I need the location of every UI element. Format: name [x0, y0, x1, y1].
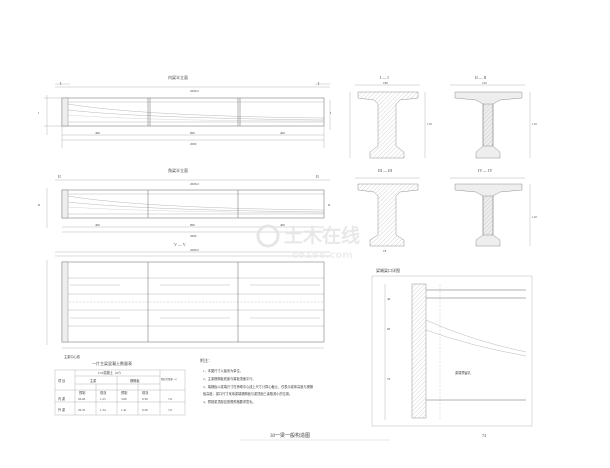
- beam-end-detail: 梁端梁口详图 梁端预留孔 40 60 70: [371, 267, 533, 427]
- section-III-web: 18: [383, 249, 387, 253]
- view-title-side: 角梁半立面: [168, 167, 188, 173]
- table-row-0-c3: 0.39: [142, 397, 148, 401]
- footer-title: 30一梁一般构造图: [270, 432, 310, 439]
- section-IV-height: 110: [532, 215, 537, 219]
- svg-text:400: 400: [95, 223, 100, 227]
- dim-bottom-b: 800: [190, 131, 195, 135]
- svg-text:II: II: [328, 203, 330, 207]
- table-sub-2: 预制: [121, 390, 127, 395]
- table-group: C50混凝土（m³）: [98, 370, 123, 375]
- svg-text:70: 70: [387, 377, 391, 381]
- dim-span-1: 2000/2: [190, 89, 199, 93]
- table-slab: 横隔板: [130, 378, 140, 383]
- dim-bottom-a: 400: [95, 131, 100, 135]
- plan-note: 主梁中心线: [64, 354, 81, 359]
- section-title-IV: IV — IV: [478, 168, 492, 173]
- svg-text:110: 110: [427, 122, 432, 126]
- dim-total-2: 2000: [190, 234, 197, 238]
- elevation-inner-beam: 内梁半立面 I I 2000/2 I I 400 800 400 2000: [38, 74, 331, 148]
- table-row-0-c2: 3.66: [121, 397, 127, 401]
- view-title-inner: 内梁半立面: [168, 74, 188, 80]
- table-row-1-c4: 7.6: [168, 408, 172, 412]
- svg-text:110: 110: [532, 122, 537, 126]
- svg-text:I: I: [330, 111, 331, 115]
- footer-page: 74: [482, 433, 486, 438]
- table-row-1-c2: 1.41: [121, 408, 127, 412]
- section-III-III: III — III 18: [355, 168, 420, 253]
- notes-title: 附注：: [200, 357, 212, 363]
- section-IV-IV: IV — IV 110: [450, 168, 537, 247]
- concrete-table: 一片主梁混凝土数量表 项 目 C50混凝土（m³） 主梁 横隔板 预应力钢束（t…: [54, 360, 186, 416]
- table-row-1-c0: 26.35: [78, 408, 86, 412]
- section-mark-left-1: I: [60, 81, 62, 86]
- table-main: 主梁: [90, 378, 97, 383]
- section-title-III: III — III: [378, 168, 393, 173]
- notes: 附注： 1、本图尺寸以厘米为单位。 2、主梁横隔板底面与翼板顶面平行。 3、端横…: [200, 357, 314, 404]
- section-mark-left-2: II: [58, 174, 61, 179]
- table-row-1-name: 外 梁: [58, 407, 66, 412]
- svg-text:土木在线: 土木在线: [284, 224, 360, 247]
- detail-label: 梁端预留孔: [455, 370, 472, 375]
- table-col0: 项 目: [58, 379, 65, 383]
- table-row-1-c1: 1.34: [100, 408, 106, 412]
- table-rebar: 预应力钢束（t）: [161, 377, 178, 381]
- section-I-width: 180: [383, 81, 388, 85]
- section-II-width: 210: [482, 81, 487, 85]
- svg-text:I: I: [38, 111, 39, 115]
- dim-total-1: 2000: [190, 142, 197, 146]
- table-row-0-c1: 1.25: [100, 397, 106, 401]
- section-V-plan: V — V 2000/2 主梁中心线: [46, 242, 330, 359]
- section-title-I: I — I: [380, 75, 389, 80]
- note-1: 1、本图尺寸以厘米为单位。: [203, 368, 243, 373]
- note-3b: 板高度，梁口尺寸采用梁端横隔板与梁顶面三者取其小的位置。: [203, 391, 292, 396]
- table-row-1-c3: 0.39: [142, 408, 148, 412]
- section-mark-right-1: I: [318, 81, 320, 86]
- svg-text:400: 400: [280, 223, 285, 227]
- note-2: 2、主梁横隔板底面与翼板顶面平行。: [203, 376, 256, 381]
- table-sub-1: 现浇: [100, 390, 107, 395]
- dim-span-2: 2000/2: [190, 182, 199, 186]
- section-II-II: II — II 210 110: [450, 75, 537, 159]
- view-title-VV: V — V: [174, 242, 186, 247]
- note-4: 4、预制梁顶部应按照规格要求凿毛。: [203, 399, 256, 404]
- section-title-II: II — II: [475, 75, 487, 80]
- table-sub-0: 预制: [79, 390, 85, 395]
- svg-text:II: II: [38, 203, 40, 207]
- section-mark-right-2: II: [316, 174, 319, 179]
- svg-text:40: 40: [387, 297, 391, 301]
- dim-bottom-c: 400: [280, 131, 285, 135]
- svg-text:2000/2: 2000/2: [190, 248, 199, 252]
- watermark-logo: 土木在线 co188.com: [256, 224, 360, 261]
- footer: 30一梁一般构造图 74: [240, 432, 486, 441]
- table-row-0-c4: 7.6: [168, 397, 172, 401]
- elevation-side-beam: 角梁半立面 II II 2000/2 II II 400 800 400 200…: [38, 167, 330, 238]
- table-sub-3: 现浇: [142, 390, 149, 395]
- table-caption: 一片主梁混凝土数量表: [92, 360, 132, 366]
- cross-sections: I — I 180 110 II — II 210 110 III — III …: [349, 75, 537, 253]
- svg-text:60: 60: [387, 327, 391, 331]
- svg-text:800: 800: [190, 223, 195, 227]
- table-row-0-c0: 26.06: [78, 397, 86, 401]
- note-3: 3、端横板以梁端尺寸在桥墩中心线上尺寸计算心截止，仅表示梁体高度与横隔: [203, 384, 314, 389]
- table-row-0-name: 内 梁: [58, 396, 66, 401]
- detail-title: 梁端梁口详图: [376, 267, 400, 273]
- svg-text:co188.com: co188.com: [292, 250, 353, 261]
- section-I-I: I — I 180 110: [349, 75, 432, 159]
